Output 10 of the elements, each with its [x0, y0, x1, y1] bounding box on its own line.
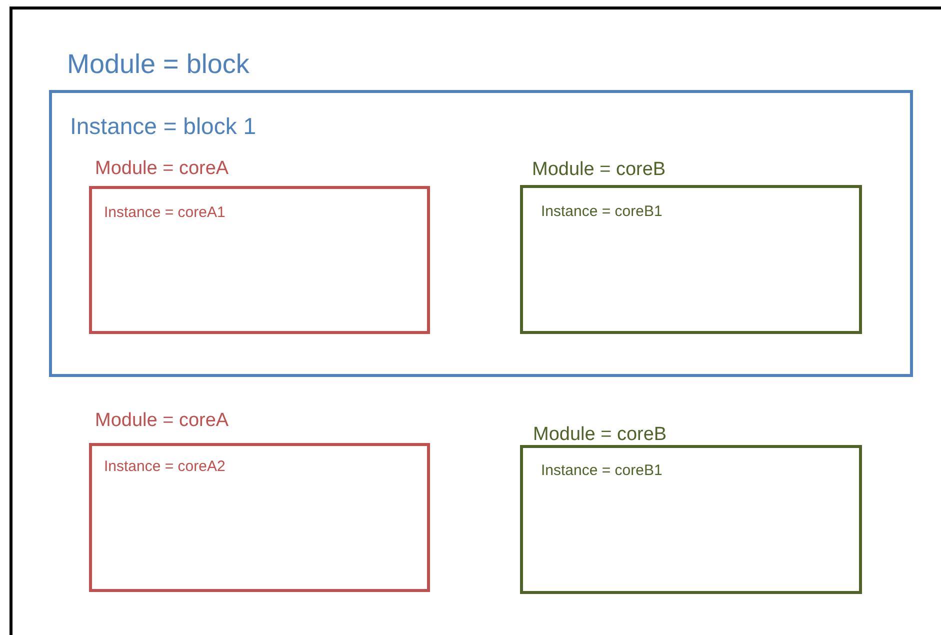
instance-label: Instance = coreB1 — [541, 462, 662, 479]
module-heading: Module = coreB — [533, 424, 667, 446]
module-heading: Module = coreB — [532, 159, 666, 181]
instance-label: Instance = coreA1 — [104, 204, 226, 221]
module-heading: Module = coreA — [95, 410, 229, 432]
module-heading: Module = block — [67, 49, 250, 80]
instance-label: Instance = coreB1 — [541, 203, 662, 220]
module-heading: Module = coreA — [95, 158, 229, 180]
instance-label: Instance = block 1 — [70, 113, 256, 140]
instance-label: Instance = coreA2 — [104, 458, 226, 475]
